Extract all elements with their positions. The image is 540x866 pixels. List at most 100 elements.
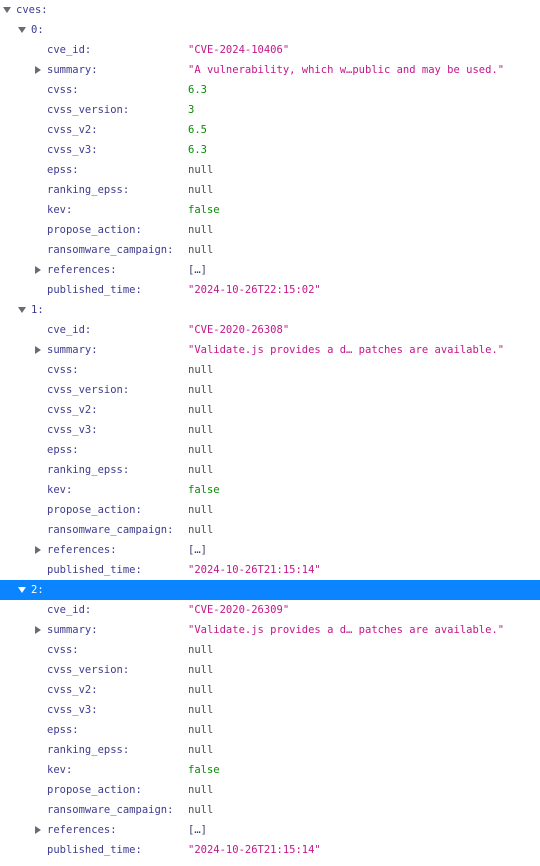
field-value: null (188, 184, 214, 196)
tree-row-cve-id: cve_id:"CVE-2024-10406" (0, 40, 540, 60)
field-value: "Validate.js provides a d… patches are a… (188, 344, 505, 356)
field-key: propose_action: (47, 784, 142, 796)
tree-row-cves[interactable]: cves: (0, 0, 540, 20)
field-value: null (188, 224, 214, 236)
tree-row-kev: kev: false (0, 480, 540, 500)
tree-row-item-2[interactable]: 2: (0, 580, 540, 600)
field-key: kev: (47, 764, 73, 776)
field-key: cvss_v2: (47, 124, 98, 136)
field-value: "CVE-2024-10406" (188, 44, 290, 56)
field-key: references: (47, 264, 117, 276)
field-value: false (188, 204, 220, 216)
field-key: cve_id: (47, 604, 92, 616)
chevron-right-icon[interactable] (35, 626, 41, 634)
field-value: […] (188, 264, 207, 276)
tree-row-cve-id: cve_id: "CVE-2020-26309" (0, 600, 540, 620)
tree-row-propose-action: propose_action: null (0, 780, 540, 800)
field-key: cvss_v2: (47, 404, 98, 416)
field-key: cvss: (47, 84, 79, 96)
tree-row-propose-action: propose_action: null (0, 500, 540, 520)
chevron-right-icon[interactable] (35, 266, 41, 274)
tree-row-cvss-v3: cvss_v3:6.3 (0, 140, 540, 160)
tree-row-item-1[interactable]: 1: (0, 300, 540, 320)
tree-key: cves: (16, 4, 48, 16)
field-value: null (188, 804, 214, 816)
field-value: null (188, 384, 214, 396)
cves-list: 0:cve_id:"CVE-2024-10406"summary:"A vuln… (0, 20, 540, 860)
tree-row-cvss: cvss:6.3 (0, 80, 540, 100)
field-value: "2024-10-26T21:15:14" (188, 844, 321, 856)
field-key: summary: (47, 64, 98, 76)
chevron-right-icon[interactable] (35, 346, 41, 354)
tree-row-references[interactable]: references:[…] (0, 540, 540, 560)
field-value: false (188, 484, 220, 496)
field-value: null (188, 524, 214, 536)
tree-row-summary[interactable]: summary:"Validate.js provides a d… patch… (0, 620, 540, 640)
field-value: 6.5 (188, 124, 207, 136)
tree-row-ransomware-campaign: ransomware_campaign: null (0, 800, 540, 820)
field-key: ransomware_campaign: (47, 804, 174, 816)
chevron-down-icon[interactable] (18, 307, 26, 313)
tree-row-published-time: published_time: "2024-10-26T22:15:02" (0, 280, 540, 300)
tree-key: 2: (31, 584, 44, 596)
tree-row-ranking-epss: ranking_epss:null (0, 740, 540, 760)
tree-key: 1: (31, 304, 44, 316)
chevron-down-icon[interactable] (18, 587, 26, 593)
tree-row-cvss-v2: cvss_v2:null (0, 400, 540, 420)
field-value: "CVE-2020-26309" (188, 604, 290, 616)
field-value: […] (188, 824, 207, 836)
tree-row-cvss-version: cvss_version:null (0, 660, 540, 680)
field-value: "A vulnerability, which w…public and may… (188, 64, 505, 76)
field-key: propose_action: (47, 504, 142, 516)
field-key: ranking_epss: (47, 744, 130, 756)
tree-row-kev: kev:false (0, 200, 540, 220)
field-key: cvss_v2: (47, 684, 98, 696)
field-key: epss: (47, 444, 79, 456)
field-key: cvss_version: (47, 104, 130, 116)
field-key: references: (47, 824, 117, 836)
field-value: null (188, 784, 214, 796)
field-key: summary: (47, 624, 98, 636)
field-key: published_time: (47, 844, 142, 856)
tree-row-summary[interactable]: summary: "Validate.js provides a d… patch… (0, 340, 540, 360)
field-value: null (188, 724, 214, 736)
field-key: ransomware_campaign: (47, 524, 174, 536)
field-value: 3 (188, 104, 195, 116)
field-key: summary: (47, 344, 98, 356)
field-value: null (188, 644, 214, 656)
field-key: kev: (47, 484, 73, 496)
tree-row-references[interactable]: references: […] (0, 820, 540, 840)
tree-row-cvss: cvss: null (0, 640, 540, 660)
field-key: ranking_epss: (47, 464, 130, 476)
field-value: null (188, 364, 214, 376)
chevron-right-icon[interactable] (35, 826, 41, 834)
tree-row-cvss-v3: cvss_v3:null (0, 420, 540, 440)
tree-row-summary[interactable]: summary: "A vulnerability, which w…public… (0, 60, 540, 80)
field-key: cvss_version: (47, 384, 130, 396)
field-value: null (188, 504, 214, 516)
tree-key: 0: (31, 24, 44, 36)
chevron-right-icon[interactable] (35, 66, 41, 74)
field-key: cvss: (47, 644, 79, 656)
tree-row-ranking-epss: ranking_epss: null (0, 180, 540, 200)
field-key: references: (47, 544, 117, 556)
field-value: null (188, 164, 214, 176)
tree-row-cvss: cvss:null (0, 360, 540, 380)
chevron-down-icon[interactable] (18, 27, 26, 33)
tree-row-cvss-v3: cvss_v3: null (0, 700, 540, 720)
field-value: null (188, 704, 214, 716)
tree-row-propose-action: propose_action:null (0, 220, 540, 240)
field-key: ranking_epss: (47, 184, 130, 196)
tree-row-references[interactable]: references: […] (0, 260, 540, 280)
field-key: cvss_v3: (47, 704, 98, 716)
field-value: null (188, 464, 214, 476)
field-key: published_time: (47, 564, 142, 576)
field-value: null (188, 424, 214, 436)
field-value: null (188, 664, 214, 676)
field-key: published_time: (47, 284, 142, 296)
tree-row-item-0[interactable]: 0: (0, 20, 540, 40)
field-value: "2024-10-26T22:15:02" (188, 284, 321, 296)
chevron-right-icon[interactable] (35, 546, 41, 554)
chevron-down-icon[interactable] (3, 7, 11, 13)
